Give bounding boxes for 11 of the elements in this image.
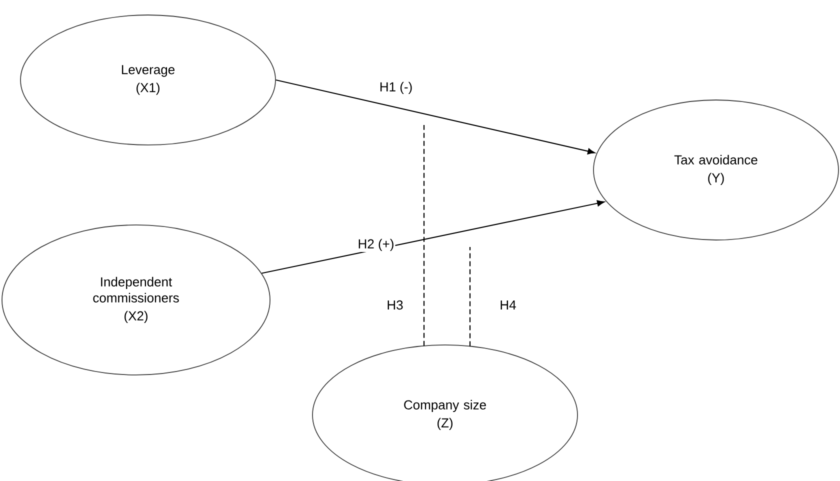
ellipse-node: Independent commissioners (X2) [2,224,270,376]
arrow [276,79,596,154]
edge-label: H2 (+) [356,238,396,252]
ellipse-node: Leverage (X1) [20,14,276,146]
edge-label: H3 [386,299,404,311]
dashed-line [423,125,425,346]
edge-label: H4 [498,300,518,310]
dashed-line [469,246,471,346]
arrow [262,200,604,274]
edge-label: H1 (-) [378,80,414,96]
ellipse-node: Tax avoidance (Y) [593,100,839,240]
